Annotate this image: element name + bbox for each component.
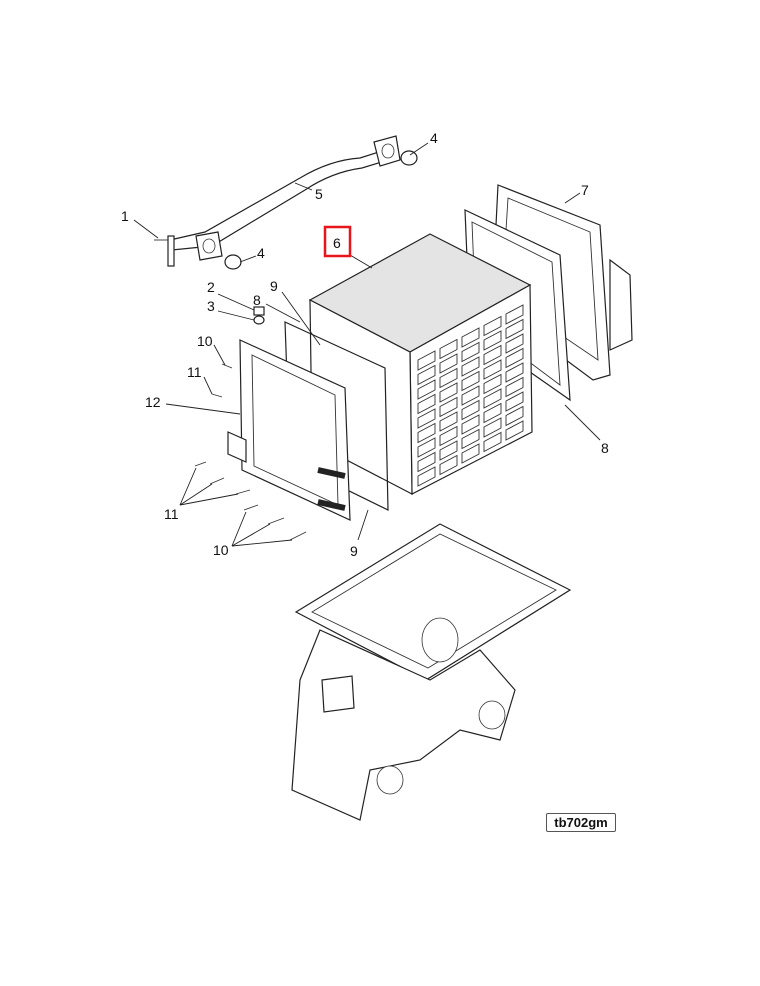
- core-cell: [461, 341, 480, 363]
- core-cell: [461, 370, 480, 392]
- core-cell: [483, 402, 502, 424]
- sump-housing-part: [291, 523, 572, 821]
- core-cell: [417, 451, 436, 473]
- callout-1[interactable]: 1: [121, 208, 129, 224]
- callout-3[interactable]: 3: [207, 298, 215, 314]
- bolts: [194, 363, 307, 541]
- highlight-box: [323, 225, 352, 258]
- core-cell: [461, 443, 480, 464]
- callout-5[interactable]: 5: [315, 186, 323, 202]
- core-cell: [505, 391, 524, 412]
- core-cell: [461, 414, 480, 435]
- callout-6[interactable]: 6: [333, 235, 341, 251]
- core-cell: [461, 399, 480, 421]
- core-cell: [417, 466, 436, 487]
- core-cell: [483, 431, 502, 453]
- core-cell: [483, 330, 502, 351]
- core-cell: [505, 318, 524, 340]
- core-cell: [417, 393, 436, 415]
- pipe-part: [154, 135, 401, 267]
- core-cell: [439, 411, 458, 432]
- core-cell: [417, 350, 436, 371]
- callout-4-top[interactable]: 4: [430, 130, 438, 146]
- callout-8-left[interactable]: 8: [253, 292, 261, 308]
- core-cell: [483, 359, 502, 380]
- core-cell: [439, 367, 458, 389]
- callout-12[interactable]: 12: [145, 394, 161, 410]
- core-cell: [483, 417, 502, 438]
- callout-9-top[interactable]: 9: [270, 278, 278, 294]
- side-cover-part: [227, 339, 351, 521]
- callout-10-top[interactable]: 10: [197, 333, 213, 349]
- callout-11-bottom[interactable]: 11: [164, 506, 179, 522]
- callout-4-lower[interactable]: 4: [257, 245, 265, 261]
- core-cell: [417, 437, 436, 458]
- callout-8-right[interactable]: 8: [601, 440, 609, 456]
- leader-lines: [133, 142, 601, 547]
- callout-10-bottom[interactable]: 10: [213, 542, 229, 558]
- core-cell: [483, 344, 502, 366]
- core-cell: [439, 353, 458, 374]
- plug-part: [253, 306, 265, 316]
- core-cell: [417, 422, 436, 444]
- core-cell: [439, 425, 458, 447]
- core-cell: [505, 376, 524, 398]
- core-cell: [461, 327, 480, 348]
- core-cell: [461, 385, 480, 406]
- core-cell: [505, 333, 524, 354]
- core-cell: [439, 338, 458, 360]
- core-cell: [461, 428, 480, 450]
- core-cell: [483, 373, 502, 395]
- core-cell: [461, 356, 480, 377]
- core-cell: [417, 379, 436, 400]
- drawing-code-label: tb702gm: [546, 813, 616, 832]
- core-cell: [505, 362, 524, 383]
- callout-9-bottom[interactable]: 9: [350, 543, 358, 559]
- callout-2[interactable]: 2: [207, 279, 215, 295]
- washer-part: [253, 315, 265, 325]
- o-ring-lower: [224, 254, 242, 270]
- core-cell: [505, 304, 524, 325]
- core-cell: [483, 315, 502, 337]
- core-cell: [439, 454, 458, 476]
- o-ring-top: [400, 150, 418, 166]
- core-cell: [439, 382, 458, 403]
- core-cell: [505, 420, 524, 441]
- core-cell: [439, 440, 458, 461]
- core-cell: [439, 396, 458, 418]
- callout-11-top[interactable]: 11: [187, 364, 202, 380]
- core-cell: [417, 408, 436, 429]
- core-cell: [483, 388, 502, 409]
- core-cell: [505, 405, 524, 427]
- core-cell: [505, 347, 524, 369]
- core-cell: [417, 364, 436, 386]
- callout-7[interactable]: 7: [581, 182, 589, 198]
